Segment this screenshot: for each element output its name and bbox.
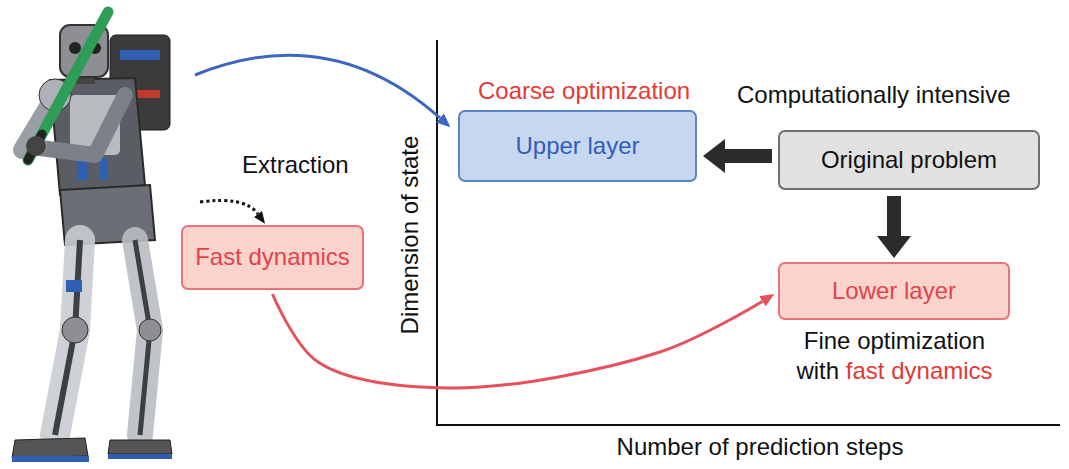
mapping-arrow [195, 55, 440, 118]
annotation-group: Fine optimization withfast dynamics [787, 326, 1002, 386]
robot-eye [69, 42, 81, 54]
robot-detail [66, 280, 82, 292]
robot-illustration [12, 12, 172, 462]
robot-knee [62, 317, 88, 343]
annotation: Coarse optimization [478, 76, 690, 106]
annotation: fast dynamics [846, 357, 993, 384]
x-axis [436, 424, 1060, 426]
box-label: Original problem [821, 146, 997, 175]
robot-knee [139, 319, 161, 341]
curved-arrow [273, 294, 763, 388]
annotation: Computationally intensive [737, 80, 1010, 110]
robot-foot [108, 440, 172, 454]
robot-foot [12, 438, 88, 458]
problem-box: Original problem [778, 130, 1040, 190]
axis-title: Number of prediction steps [460, 432, 1060, 462]
robot-hand [26, 136, 46, 156]
robot-detail [78, 160, 88, 180]
block-arrow [887, 196, 901, 236]
box-label: Fast dynamics [195, 243, 350, 272]
box-label: Lower layer [832, 277, 956, 306]
robot-detail [120, 50, 160, 60]
y-axis [436, 40, 438, 425]
annotation: Extraction [242, 150, 349, 180]
box-label: Upper layer [515, 132, 639, 161]
layer-box: Upper layer [458, 110, 697, 182]
layer-box: Lower layer [778, 262, 1010, 320]
block-arrow [725, 149, 772, 163]
extraction-arrow [200, 201, 258, 215]
robot-sole [12, 456, 89, 462]
robot-detail [100, 158, 108, 180]
robot-sole [108, 454, 172, 459]
dynamics-box: Fast dynamics [181, 225, 364, 290]
axis-title: Dimension of state [395, 115, 425, 355]
